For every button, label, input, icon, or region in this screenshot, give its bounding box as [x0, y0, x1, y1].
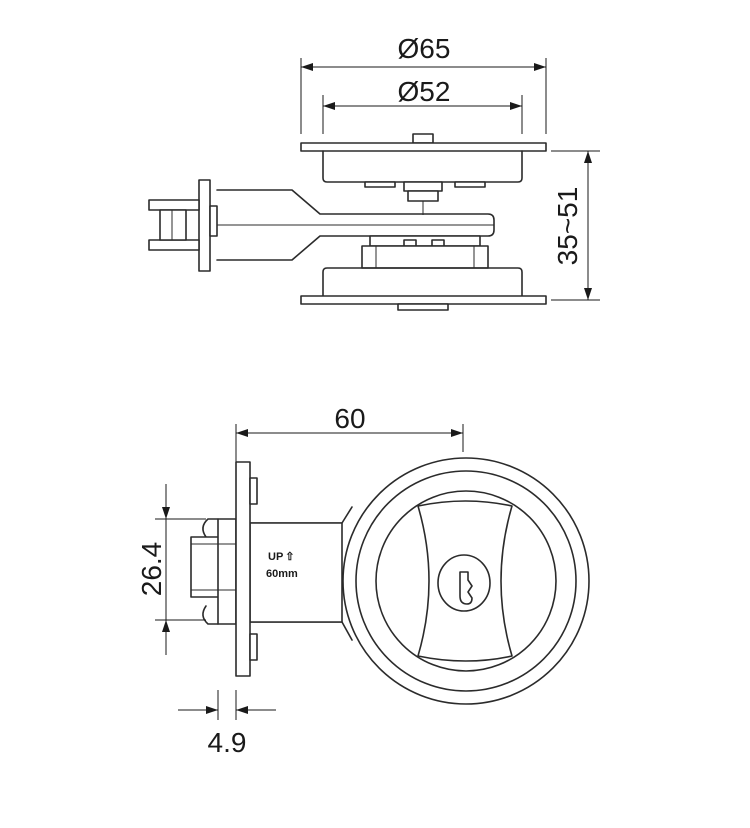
plate-thickness-label: 4.9: [208, 727, 247, 758]
face-plate: [235, 461, 258, 677]
backset-label: 60: [334, 403, 365, 434]
latch-case: UP⇧ 60mm: [249, 506, 353, 641]
thickness-dimension: 35~51: [551, 150, 600, 301]
keyhole-cylinder: [437, 554, 491, 612]
outer-diameter-label: Ø65: [398, 33, 451, 64]
latch-assembly: [148, 179, 495, 272]
top-rose: [300, 133, 547, 215]
up-marking: UP⇧: [268, 551, 295, 563]
inner-diameter-dimension: Ø52: [322, 76, 523, 134]
plate-thickness-dimension: 4.9: [178, 690, 276, 758]
thickness-label: 35~51: [552, 187, 583, 266]
backset-marking: 60mm: [266, 568, 298, 580]
inner-diameter-label: Ø52: [398, 76, 451, 107]
side-view: Ø65 Ø52: [148, 33, 600, 311]
rose-front: [342, 457, 590, 705]
front-view: 60 UP⇧ 60mm: [136, 403, 590, 758]
bottom-rose: [300, 235, 547, 311]
latch-bolt: [190, 518, 237, 625]
bolt-height-label: 26.4: [136, 542, 167, 597]
key-icon: [459, 571, 473, 605]
outer-diameter-dimension: Ø65: [300, 33, 547, 134]
backset-dimension: 60: [235, 403, 464, 462]
bolt-height-dimension: 26.4: [136, 484, 206, 655]
